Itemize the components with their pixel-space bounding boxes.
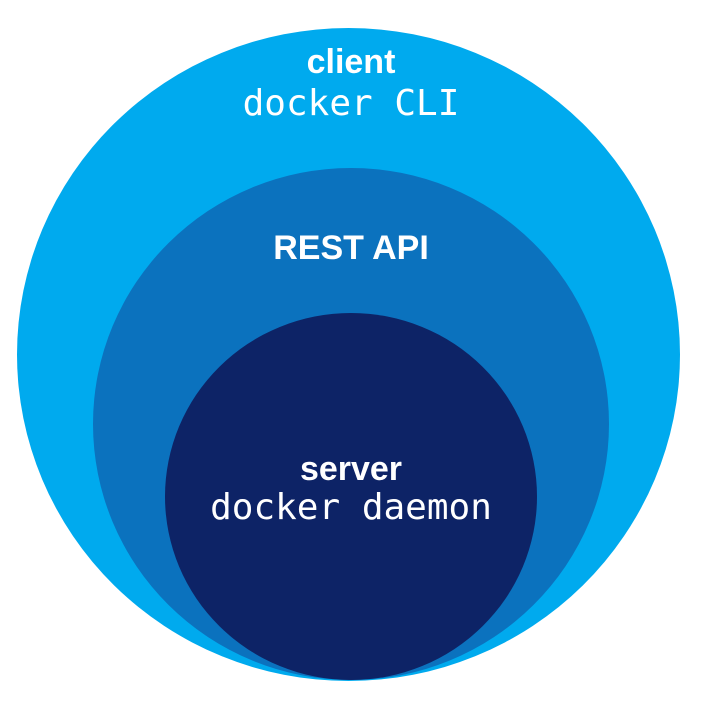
docker-daemon-label: docker daemon	[210, 487, 492, 528]
server-layer-circle	[165, 313, 537, 680]
docker-cli-label: docker CLI	[242, 83, 460, 124]
client-label: client	[306, 43, 396, 81]
server-label: server	[299, 450, 403, 488]
rest-api-label: REST API	[273, 229, 429, 267]
